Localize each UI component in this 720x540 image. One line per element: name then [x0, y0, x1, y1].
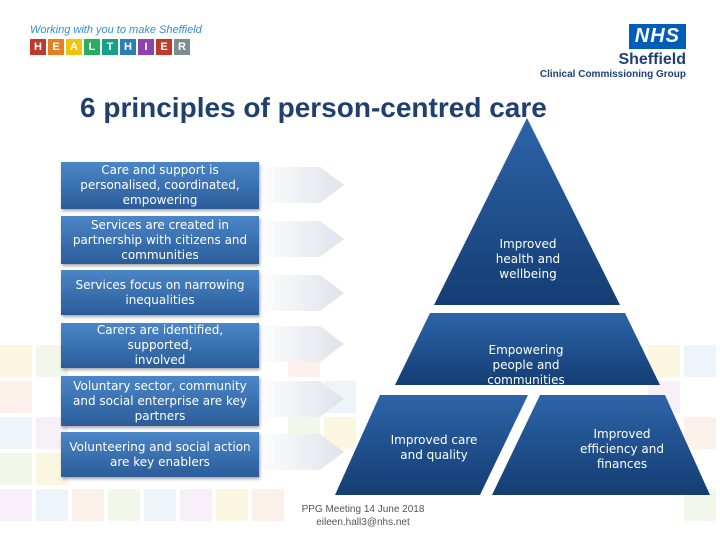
pyramid-bottom-left-section [335, 395, 528, 495]
pyramid-bottom-right-section [492, 395, 710, 495]
outcome-health-wellbeing: Improved health and wellbeing [478, 237, 578, 282]
outcome-right-line1: Improved [593, 427, 651, 441]
principle-5-line1: Voluntary sector, community [73, 378, 247, 393]
principle-1-line3: empowering [122, 193, 198, 207]
arrow-5 [255, 381, 344, 417]
outcome-efficiency-finances: Improved efficiency and finances [566, 427, 678, 472]
logo-tagline: Working with you to make Sheffield [30, 24, 202, 36]
pyramid-top-section [434, 118, 620, 305]
principle-1-line2: personalised, coordinated, [80, 178, 240, 192]
logo-letter: H [30, 39, 46, 55]
principle-4-line2: involved [134, 353, 186, 367]
logo-letter: E [48, 39, 64, 55]
principle-2-line2: partnership with citizens and [72, 232, 248, 247]
logo-letter: T [102, 39, 118, 55]
arrow-6 [255, 434, 344, 470]
outcome-top-line3: wellbeing [499, 267, 557, 281]
outcome-middle-line3: communities [487, 373, 565, 387]
outcome-right-line2: efficiency and [580, 442, 664, 456]
principle-3-line1: Services focus on narrowing [75, 277, 245, 292]
nhs-org-name: Sheffield [618, 51, 686, 68]
principle-2-line1: Services are created in [90, 217, 230, 232]
nhs-logo: NHS Sheffield Clinical Commissioning Gro… [540, 24, 686, 80]
outcome-left-line2: and quality [400, 448, 468, 462]
footer: PPG Meeting 14 June 2018 eileen.hall3@nh… [298, 503, 428, 529]
footer-meeting: PPG Meeting 14 June 2018 [301, 504, 425, 515]
footer-email: eileen.hall3@nhs.net [316, 517, 410, 528]
outcome-empowering: Empowering people and communities [470, 343, 582, 388]
principle-3-line2: inequalities [125, 292, 195, 307]
outcome-top-line2: health and [495, 252, 561, 266]
principle-5-line3: partners [134, 408, 186, 423]
arrow-2 [255, 221, 344, 257]
arrow-3 [255, 275, 344, 311]
nhs-badge: NHS [628, 24, 686, 49]
outcome-left-line1: Improved care [390, 433, 478, 447]
logo-letter: A [66, 39, 82, 55]
principle-6-line2: are key enablers [110, 454, 210, 469]
principle-box-4: Carers are identified, supported,involve… [61, 323, 259, 368]
logo-letter: E [156, 39, 172, 55]
arrow-4 [255, 326, 344, 362]
pyramid-middle-section [395, 313, 660, 385]
logo-letter: I [138, 39, 154, 55]
nhs-org-subtitle: Clinical Commissioning Group [539, 69, 686, 80]
principle-2-line3: communities [121, 247, 199, 262]
arrow-1 [255, 167, 344, 203]
logo-letter: H [120, 39, 136, 55]
outcome-top-line1: Improved [499, 237, 557, 251]
outcome-middle-line1: Empowering [488, 343, 564, 357]
logo-letter: L [84, 39, 100, 55]
principle-5-line2: and social enterprise are key [73, 393, 247, 408]
principle-4-line1: Carers are identified, supported, [96, 323, 224, 352]
outcome-right-line3: finances [596, 457, 648, 471]
logo-letter: R [174, 39, 190, 55]
outcome-middle-line2: people and [492, 358, 560, 372]
principle-1-line1: Care and support is [101, 163, 219, 177]
slide-title: 6 principles of person-centred care [80, 92, 547, 123]
principle-6-line1: Volunteering and social action [69, 439, 251, 454]
outcome-care-quality: Improved care and quality [378, 433, 490, 463]
